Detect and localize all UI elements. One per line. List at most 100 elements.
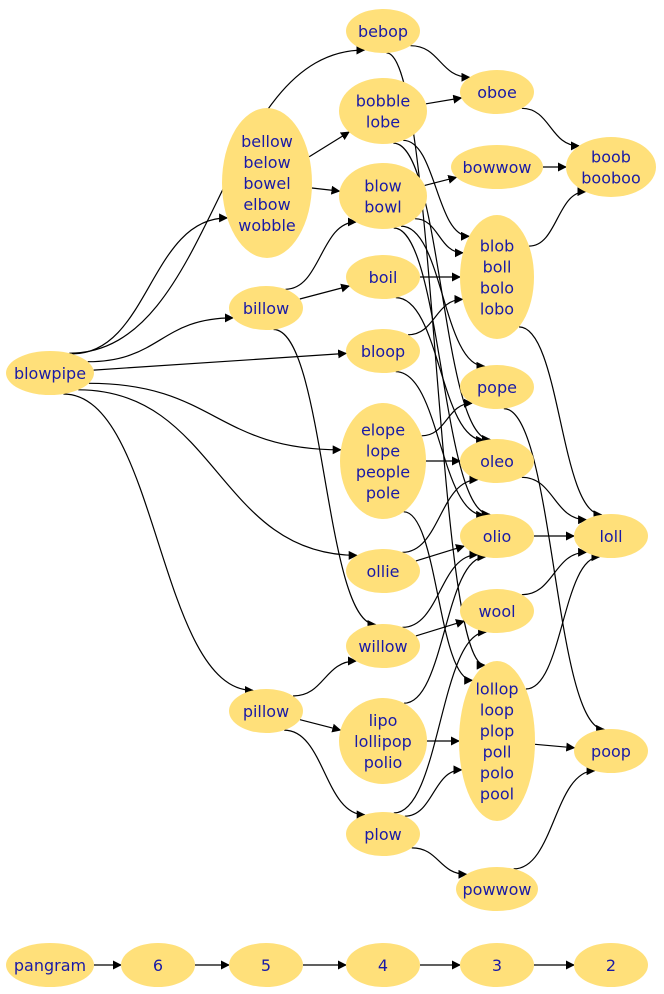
- node-label-people: people: [356, 463, 410, 482]
- edge-arrow: [284, 729, 366, 820]
- node-ellipse: [459, 661, 535, 821]
- node-ellipse: [346, 943, 420, 987]
- edge-blowpipe-to-elope: [88, 382, 342, 455]
- node-label-lollop: lollop: [475, 680, 518, 699]
- edge-arrow: [292, 656, 357, 697]
- node-label-lope: lope: [366, 442, 400, 461]
- edge-arrow: [521, 476, 588, 525]
- node-label-pool: pool: [480, 785, 514, 804]
- node-wool: wool: [460, 589, 534, 633]
- node-label-pillow: pillow: [243, 702, 289, 721]
- node-ellipse: [346, 624, 420, 668]
- edge-blowpipe-to-ollie: [78, 389, 358, 560]
- node-ellipse: [346, 329, 420, 373]
- node-ellipse: [346, 9, 420, 53]
- node-label-bebop: bebop: [358, 22, 408, 41]
- edge-arrow: [395, 297, 486, 445]
- edge-arrow: [529, 187, 587, 247]
- node-ellipse: [460, 365, 534, 409]
- node-label-pangram: pangram: [14, 956, 86, 975]
- node-ellipse: [222, 108, 312, 258]
- node-oleo: oleo: [460, 439, 534, 483]
- edge-arrow: [403, 552, 487, 704]
- node-blowpipe: blowpipe: [6, 351, 94, 395]
- node-label-pole: pole: [366, 484, 400, 503]
- edge-bebop-to-oboe: [410, 45, 471, 82]
- node-label-wobble: wobble: [238, 216, 295, 235]
- node-label-lobe: lobe: [366, 113, 400, 132]
- node-plow: plow: [346, 812, 420, 856]
- edge-arrow: [69, 45, 366, 354]
- edge-lollop-to-loll: [525, 552, 601, 690]
- node-ellipse: [451, 145, 543, 189]
- node-elope: elope lope people pole: [340, 403, 426, 519]
- edge-arrow: [403, 139, 470, 241]
- node-label-3: 3: [492, 956, 502, 975]
- edge-blowpipe-to-bebop: [69, 45, 366, 354]
- edge-arrow: [421, 398, 473, 437]
- edge-arrow: [311, 185, 341, 195]
- node-ellipse: [6, 351, 94, 395]
- node-bebop: bebop: [346, 9, 420, 53]
- edge-bloop-to-blob: [407, 294, 464, 336]
- edge-arrow: [87, 313, 234, 363]
- edge-arrow: [395, 371, 486, 520]
- node-ellipse: [460, 589, 534, 633]
- node-2: 2: [574, 943, 648, 987]
- edge-arrow: [299, 283, 351, 300]
- node-label-booboo: booboo: [581, 169, 640, 188]
- edge-arrow: [402, 550, 479, 628]
- node-label-bowel: bowel: [243, 174, 290, 193]
- node-ellipse: [339, 698, 427, 784]
- edge-arrow: [308, 131, 350, 158]
- node-label-willow: willow: [358, 637, 407, 656]
- node-boil: boil: [346, 255, 420, 299]
- node-ellipse: [229, 943, 303, 987]
- node-ellipse: [229, 286, 303, 330]
- nodes-layer: blowpipe bebop bellowbelowbowelelbowwobble…: [6, 9, 656, 987]
- node-label-bobble: bobble: [356, 92, 411, 111]
- edge-arrow: [63, 393, 254, 695]
- node-ellipse: [574, 943, 648, 987]
- node-label-polo: polo: [480, 764, 514, 783]
- edge-oboe-to-boob: [521, 107, 580, 151]
- edge-billow-to-willow: [273, 328, 377, 629]
- node-label-boil: boil: [369, 268, 398, 287]
- edge-ollie-to-olio: [415, 544, 465, 562]
- edge-wool-to-loll: [521, 547, 588, 596]
- edge-arrow: [425, 94, 463, 105]
- node-bloop: bloop: [346, 329, 420, 373]
- node-label-oboe: oboe: [477, 83, 517, 102]
- edge-bellow-to-blow: [311, 185, 341, 195]
- node-ollie: ollie: [346, 549, 420, 593]
- edge-arrow: [534, 742, 576, 752]
- node-label-elope: elope: [361, 421, 405, 440]
- node-pillow: pillow: [229, 689, 303, 733]
- node-label-wool: wool: [478, 602, 515, 621]
- node-ellipse: [339, 78, 427, 144]
- node-ellipse: [346, 255, 420, 299]
- node-label-4: 4: [378, 956, 388, 975]
- edge-bobble-to-blob: [403, 139, 470, 241]
- node-ellipse: [460, 215, 534, 339]
- edge-arrow: [410, 45, 471, 82]
- node-loll: loll: [574, 514, 648, 558]
- edge-ollie-to-oleo: [402, 475, 479, 553]
- node-poop: poop: [574, 729, 648, 773]
- node-label-bloop: bloop: [361, 342, 405, 361]
- edge-arrow: [402, 475, 479, 553]
- edge-willow-to-wool: [415, 619, 465, 637]
- node-label-poop: poop: [591, 742, 631, 761]
- node-6: 6: [121, 943, 195, 987]
- node-label-billow: billow: [243, 299, 289, 318]
- node-label-bowl: bowl: [364, 198, 401, 217]
- node-ellipse: [229, 689, 303, 733]
- node-powwow: powwow: [456, 867, 538, 911]
- node-ellipse: [340, 403, 426, 519]
- edge-arrow: [525, 552, 601, 690]
- edge-bellow-to-bobble: [308, 131, 350, 158]
- node-ellipse: [346, 812, 420, 856]
- node-label-loll: loll: [599, 527, 622, 546]
- node-label-boob: boob: [591, 148, 631, 167]
